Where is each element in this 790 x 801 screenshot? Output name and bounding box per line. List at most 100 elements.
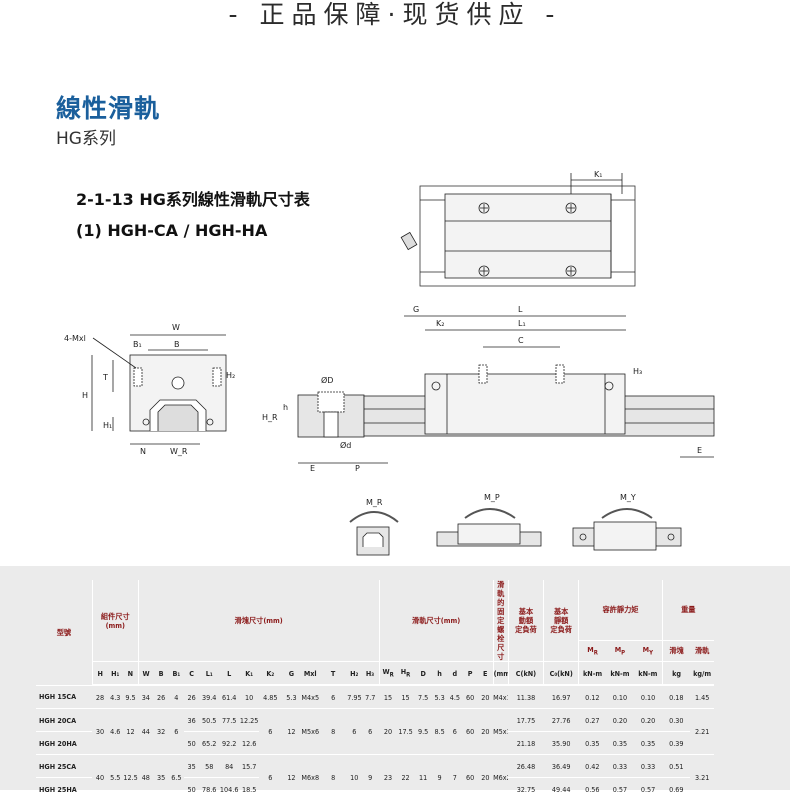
- head-unit: kg: [661, 661, 691, 686]
- cell-model: HGH 20CA: [36, 708, 93, 732]
- label-e2: E: [697, 446, 702, 455]
- head-unit: W: [137, 661, 154, 686]
- cell-T: 8: [319, 708, 348, 755]
- cell-K1: 18.5: [239, 777, 260, 801]
- head-unit: T: [319, 661, 348, 686]
- cell-C0: 36.49: [543, 754, 579, 778]
- label-c: C: [518, 336, 524, 345]
- cell-MR: 0.56: [578, 777, 606, 801]
- cell-C: 50: [183, 777, 200, 801]
- label-hs: h: [283, 403, 288, 412]
- label-t: T: [102, 373, 108, 382]
- head-model: 型號: [36, 580, 93, 686]
- cell-wb: 0.30: [662, 708, 691, 732]
- cell-MY: 0.20: [634, 708, 663, 732]
- cell-model: HGH 25CA: [36, 754, 93, 778]
- cell-wb: 0.18: [662, 685, 691, 709]
- cell-B: 35: [153, 754, 169, 801]
- head-unit: D: [414, 661, 432, 686]
- technical-drawing: K₁ W B B₁ 4-Mxl H T H₁ H₂ N W_R ØD H_R h: [64, 170, 715, 556]
- spec-table-area: 型號組件尺寸(mm)滑塊尺寸(mm)滑軌尺寸(mm)滑軌的固定螺栓尺寸基本動額定…: [0, 566, 790, 801]
- cell-MP: 0.33: [605, 754, 634, 778]
- cell-wb: 0.69: [662, 777, 691, 801]
- cell-wb: 0.39: [662, 731, 691, 755]
- cell-HR: 22: [396, 754, 415, 801]
- cell-h: 5.3: [431, 685, 448, 709]
- label-k1: K₁: [594, 170, 602, 179]
- side-view: ØD H_R h Ød E P G L K₂ L₁ C H₃ E: [262, 305, 715, 473]
- head-unit: N: [122, 661, 139, 686]
- head-unit: P: [462, 661, 478, 686]
- head-unit: H₁: [107, 661, 123, 686]
- head-unit: L: [219, 661, 240, 686]
- cell-C0: 16.97: [543, 685, 579, 709]
- cell-T: 6: [319, 685, 348, 709]
- cell-W: 34: [138, 685, 154, 709]
- page-title: 線性滑軌: [56, 94, 161, 123]
- head-moment-sub: MY: [634, 640, 663, 663]
- cell-WR: 23: [379, 754, 397, 801]
- label-mxl: 4-Mxl: [64, 334, 86, 343]
- label-g: G: [413, 305, 419, 314]
- cell-D: 11: [414, 754, 432, 801]
- cell-H1: 4.3: [107, 685, 123, 709]
- cell-MY: 0.33: [634, 754, 663, 778]
- cell-Cd: 21.18: [508, 731, 544, 755]
- cell-B: 32: [153, 708, 169, 755]
- cell-MP: 0.35: [605, 731, 634, 755]
- cell-H1: 4.6: [107, 708, 123, 755]
- cell-H1: 5.5: [107, 754, 123, 801]
- cell-P: 60: [462, 685, 478, 709]
- cell-K1: 10: [239, 685, 260, 709]
- cell-C: 26: [183, 685, 200, 709]
- head-unit: B: [153, 661, 169, 686]
- head-unit: E: [477, 661, 494, 686]
- cell-N: 9.5: [122, 685, 139, 709]
- cell-K2: 6: [259, 754, 282, 801]
- head-unit: C₀(kN): [543, 661, 579, 686]
- label-h: H: [82, 391, 88, 400]
- cell-MR: 0.27: [578, 708, 606, 732]
- cell-L: 77.5: [219, 708, 240, 732]
- front-view: W B B₁ 4-Mxl H T H₁ H₂ N W_R: [64, 323, 235, 456]
- head-unit: (mm): [492, 661, 509, 686]
- head-unit: HR: [396, 661, 415, 686]
- cell-D: 7.5: [414, 685, 432, 709]
- label-b1: B₁: [133, 340, 142, 349]
- head-unit: G: [281, 661, 302, 686]
- head-unit: d: [447, 661, 463, 686]
- cell-model: HGH 25HA: [36, 777, 93, 801]
- head-unit: kN-m: [634, 661, 663, 686]
- cell-MY: 0.10: [634, 685, 663, 709]
- head-unit: K₁: [239, 661, 260, 686]
- head-assembly: 組件尺寸(mm): [91, 580, 139, 662]
- head-unit: C(kN): [507, 661, 544, 686]
- head-unit: kN-m: [605, 661, 634, 686]
- moment-icons: M_R M_P M_Y: [349, 493, 682, 556]
- top-view: K₁: [400, 170, 636, 287]
- cell-MY: 0.57: [634, 777, 663, 801]
- head-unit: B₁: [168, 661, 184, 686]
- cell-MR: 0.35: [578, 731, 606, 755]
- head-weight: 重量: [661, 580, 714, 641]
- label-hr: H_R: [262, 413, 278, 422]
- cell-B1: 6.5: [168, 754, 184, 801]
- cell-W: 48: [138, 754, 154, 801]
- cell-h: 8.5: [431, 708, 448, 755]
- cell-L: 84: [219, 754, 240, 778]
- cell-d: 7: [447, 754, 463, 801]
- cell-G: 12: [281, 708, 302, 755]
- label-d: Ød: [340, 440, 351, 450]
- cell-L1: 65.2: [199, 731, 220, 755]
- item-title: (1) HGH-CA / HGH-HA: [76, 221, 268, 240]
- cell-H3: 7.7: [361, 685, 380, 709]
- label-h1: H₁: [103, 421, 112, 430]
- head-unit: h: [431, 661, 448, 686]
- head-static-load: 基本靜額定負荷: [543, 580, 579, 662]
- cell-C0: 35.90: [543, 731, 579, 755]
- cell-D: 9.5: [414, 708, 432, 755]
- cell-L: 61.4: [219, 685, 240, 709]
- cell-MR: 0.42: [578, 754, 606, 778]
- head-unit: H₃: [361, 661, 380, 686]
- cell-model: HGH 15CA: [36, 685, 93, 709]
